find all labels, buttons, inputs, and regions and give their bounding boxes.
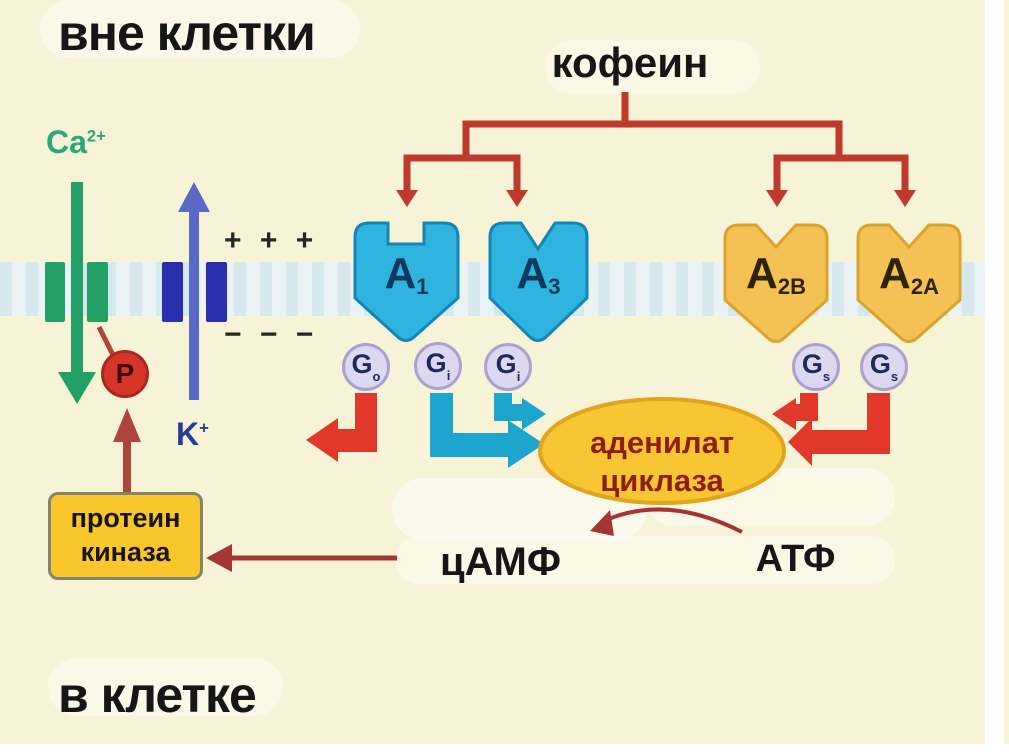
go-inhibit-arrow <box>306 393 377 462</box>
arrowhead-to-a2b <box>766 190 788 207</box>
page-margin-bottom <box>0 744 1009 756</box>
caffeine-label: кофеин <box>551 39 709 86</box>
calcium-channel-right <box>87 262 108 322</box>
receptor-a2b-shape <box>723 223 829 343</box>
receptor-a3-shape <box>488 221 589 342</box>
potassium-arrow-head <box>178 182 210 212</box>
gi-arrow-large <box>430 393 544 468</box>
protein-kinase-box: протеин киназа <box>48 492 203 580</box>
calcium-channel-left <box>45 262 65 322</box>
arrowhead-to-a3 <box>506 190 528 207</box>
caffeine-branch-lines <box>403 92 909 193</box>
receptor-a3-label: A3 <box>516 249 561 299</box>
gs-arrow-large <box>788 393 890 466</box>
receptor-a2a-shape <box>856 223 962 343</box>
atp-to-camp-arrow-head <box>590 510 614 536</box>
g-protein-gs-2: Gs <box>860 343 908 391</box>
inside-cell-label: в клетке <box>58 667 257 723</box>
potassium-channel-right <box>206 262 227 322</box>
calcium-label: Ca2+ <box>46 124 106 160</box>
potassium-channel-left <box>162 262 183 322</box>
kinase-to-p-arrow-head <box>113 408 141 442</box>
potassium-label: K+ <box>176 416 209 452</box>
calcium-arrow-shaft <box>71 182 83 378</box>
receptor-a2a-label: A2A <box>879 249 939 299</box>
adenylate-cyclase-label: аденилат циклаза <box>589 425 735 499</box>
g-protein-gs-1: Gs <box>792 343 840 391</box>
adenylate-cyclase-ellipse <box>538 397 786 505</box>
receptor-a2b-label: A2B <box>746 249 806 299</box>
positive-charges: + + + <box>224 224 314 257</box>
g-protein-go: Go <box>342 343 390 391</box>
gi-arrow-small <box>494 393 546 430</box>
arrowhead-to-a1 <box>396 190 418 207</box>
atp-label: АТФ <box>755 538 836 580</box>
g-protein-gi-1: Gi <box>414 342 462 390</box>
potassium-arrow-shaft <box>189 210 199 400</box>
camp-label: цАМФ <box>440 540 561 584</box>
gs-arrow-small <box>772 393 818 430</box>
negative-charges: − − − <box>224 318 314 351</box>
outside-cell-label: вне клетки <box>58 5 316 61</box>
receptor-a1-shape <box>353 221 460 342</box>
page-margin-right <box>985 0 1004 756</box>
kinase-to-p-arrow-shaft <box>123 438 131 494</box>
phosphate-circle: P <box>101 350 149 398</box>
g-protein-gi-2: Gi <box>484 343 532 391</box>
atp-to-camp-curve <box>605 507 743 534</box>
calcium-arrow-head <box>58 372 96 404</box>
camp-to-kinase-arrow-head <box>206 544 232 572</box>
receptor-a1-label: A1 <box>384 249 429 299</box>
arrowhead-to-a2a <box>894 190 916 207</box>
phosphorylation-link-line <box>96 325 117 359</box>
